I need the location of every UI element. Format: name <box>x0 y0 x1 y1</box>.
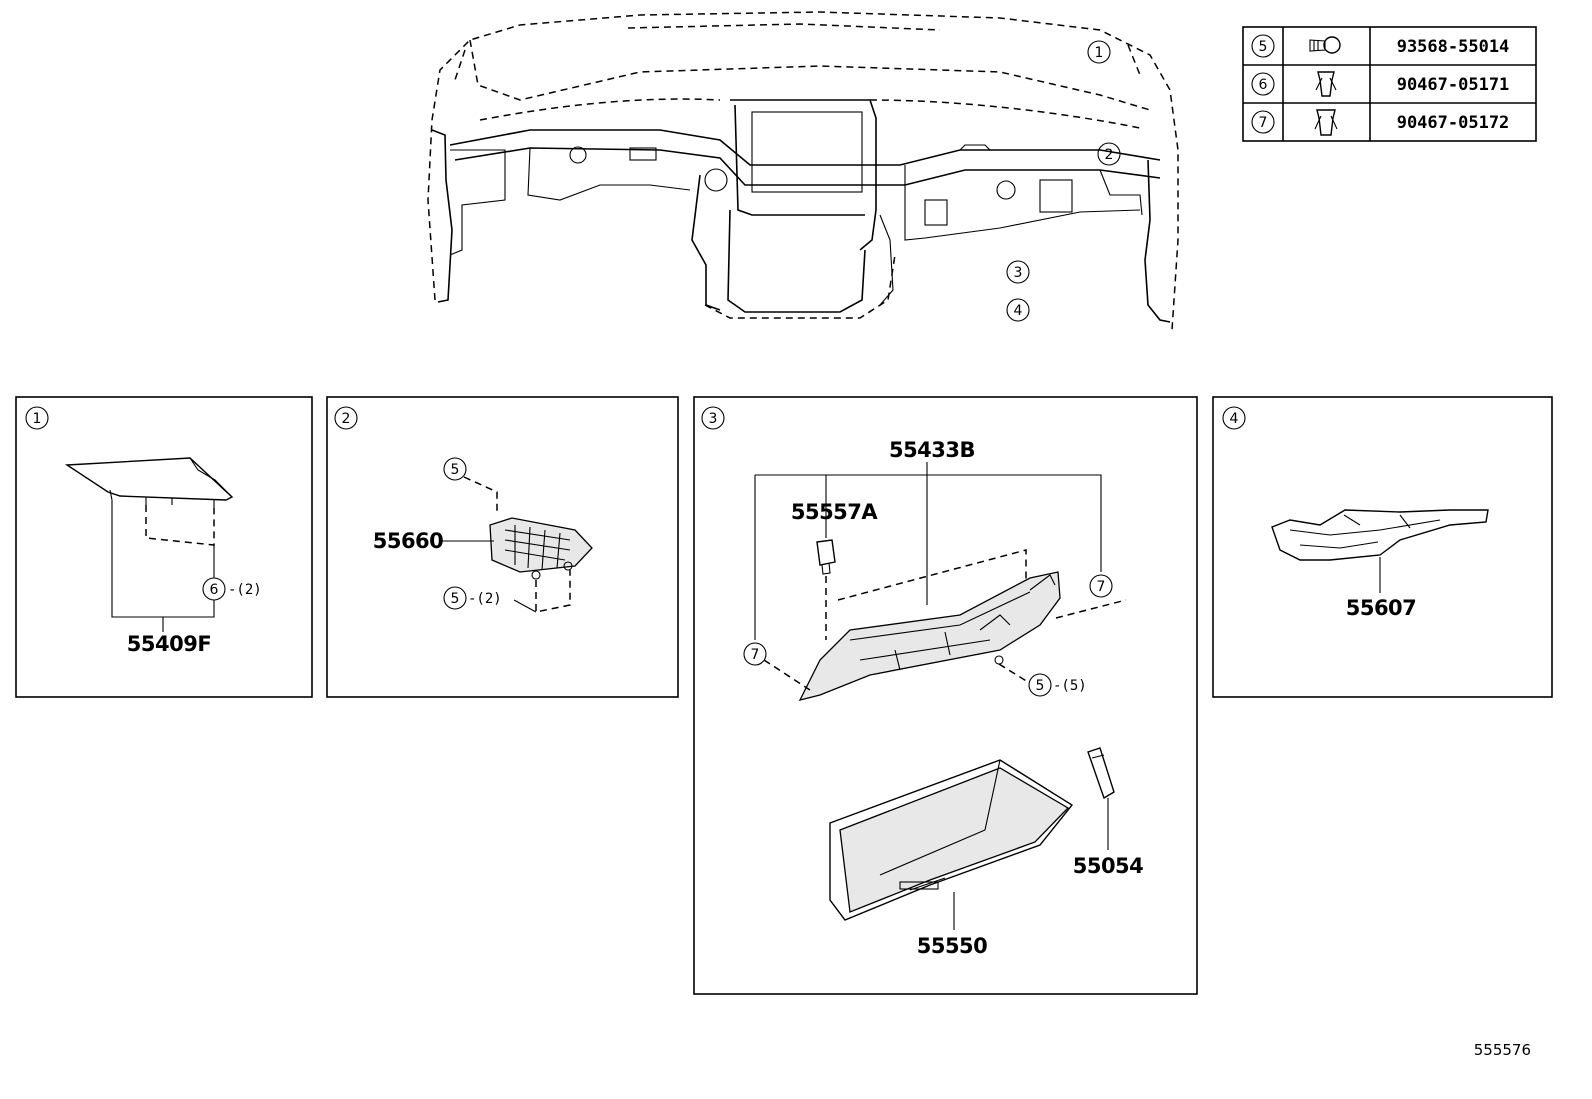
fastener-table: 5 93568-55014 6 90467-05171 7 9 <box>1242 26 1537 142</box>
overview-callout-1[interactable]: 1 <box>1087 40 1111 64</box>
part-label-55433B: 55433B <box>889 438 975 462</box>
part-label-55550: 55550 <box>917 934 988 958</box>
part-glove-box-frame-55433B[interactable] <box>798 571 1061 701</box>
part-lock-55054[interactable] <box>1087 747 1115 800</box>
part-damper-55557A[interactable] <box>816 539 836 575</box>
fastener-part-no: 90467-05172 <box>1397 113 1510 133</box>
bolt-icon <box>1309 36 1341 54</box>
svg-text:5: 5 <box>1036 678 1045 694</box>
fastener-row-6[interactable]: 6 90467-05171 <box>1251 71 1510 97</box>
svg-text:5: 5 <box>451 462 460 478</box>
svg-text:2: 2 <box>1105 147 1114 163</box>
part-cover-55409F[interactable] <box>64 457 234 508</box>
svg-text:4: 4 <box>1014 303 1023 319</box>
fastener-callout-7-right[interactable]: 7 <box>1089 574 1113 598</box>
part-glove-box-55550[interactable] <box>829 759 1074 921</box>
detail-panel-4: 4 55607 <box>1212 396 1553 698</box>
panel-number: 4 <box>1230 411 1239 427</box>
detail-panel-1: 1 6 -(2) 55409F <box>15 396 313 698</box>
panel-number: 1 <box>33 411 42 427</box>
fastener-part-no: 93568-55014 <box>1397 37 1510 57</box>
part-label-55557A: 55557A <box>791 500 879 524</box>
overview-callout-4[interactable]: 4 <box>1006 298 1030 322</box>
svg-text:-(2): -(2) <box>468 591 502 607</box>
part-label-55054: 55054 <box>1073 854 1144 878</box>
part-label-55660: 55660 <box>373 529 444 553</box>
clip-icon <box>1315 71 1337 97</box>
svg-text:7: 7 <box>1097 579 1106 595</box>
fastener-callout-5[interactable]: 5 <box>443 457 467 481</box>
clip-icon <box>1314 109 1338 136</box>
fastener-part-no: 90467-05171 <box>1397 75 1510 95</box>
part-label-55607: 55607 <box>1346 596 1417 620</box>
fastener-row-7[interactable]: 7 90467-05172 <box>1251 109 1510 136</box>
fastener-callout-5-qty[interactable]: 5 -(2) <box>443 586 502 610</box>
fastener-callout-6[interactable]: 6 -(2) <box>202 577 262 601</box>
detail-panel-3: 3 55433B 55557A 7 7 <box>693 396 1198 995</box>
part-bracket-55607[interactable] <box>1271 509 1489 561</box>
part-label-55409F: 55409F <box>127 632 211 656</box>
illustration-id: 555576 <box>1474 1041 1531 1059</box>
svg-text:6: 6 <box>1259 77 1268 93</box>
panel-number: 3 <box>709 411 718 427</box>
svg-text:5: 5 <box>1259 39 1268 55</box>
detail-panel-2: 2 5 55660 5 -(2) <box>326 396 679 698</box>
fastener-row-5[interactable]: 5 93568-55014 <box>1251 34 1510 58</box>
panel-number: 2 <box>342 411 351 427</box>
overview-callout-2[interactable]: 2 <box>1097 142 1121 166</box>
svg-text:7: 7 <box>751 647 760 663</box>
overview-callout-3[interactable]: 3 <box>1006 260 1030 284</box>
svg-text:1: 1 <box>1095 45 1104 61</box>
fastener-callout-7-left[interactable]: 7 <box>743 642 767 666</box>
part-switch-55660[interactable] <box>489 517 593 580</box>
instrument-panel-overview <box>427 11 1179 331</box>
svg-text:-(5): -(5) <box>1053 678 1087 694</box>
svg-text:6: 6 <box>210 582 219 598</box>
svg-text:3: 3 <box>1014 265 1023 281</box>
svg-text:-(2): -(2) <box>228 582 262 598</box>
svg-text:7: 7 <box>1259 115 1268 131</box>
svg-text:5: 5 <box>451 591 460 607</box>
fastener-callout-5-qty[interactable]: 5 -(5) <box>1028 673 1087 697</box>
